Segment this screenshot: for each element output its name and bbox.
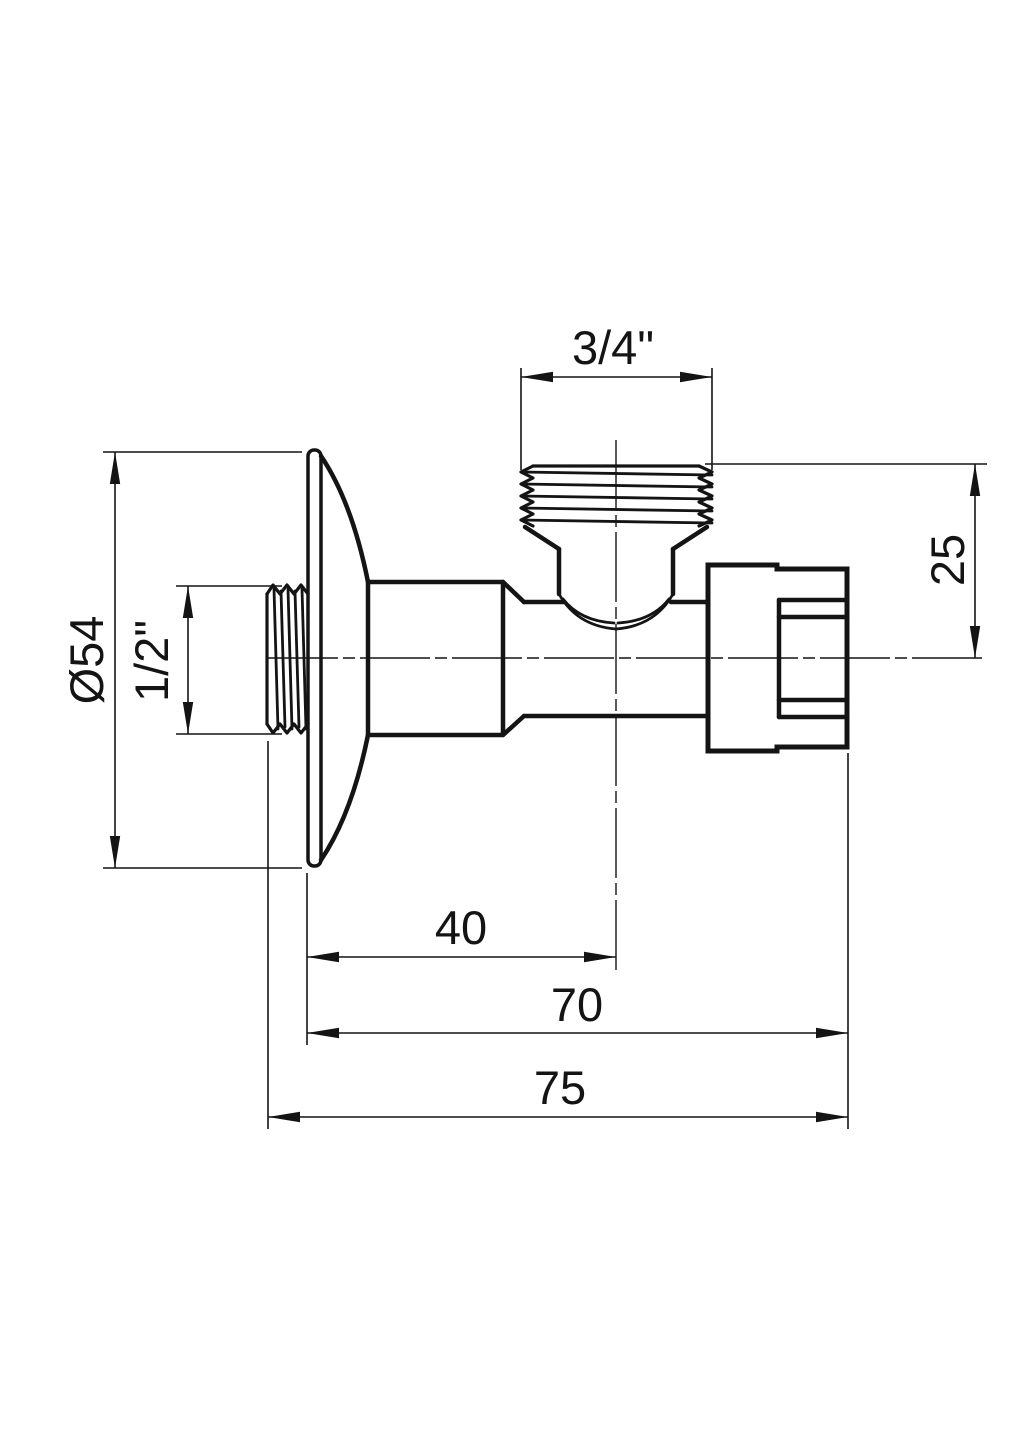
- port-fillet-right-inner: [616, 597, 671, 625]
- flange-bell-bottom-curve: [318, 732, 371, 863]
- dimension-75: 75: [267, 741, 848, 1129]
- ext-line: [176, 585, 282, 735]
- outlet-tube: [521, 599, 711, 719]
- dim-label-outlet-height: 25: [921, 534, 974, 586]
- left-thread-top-teeth: [265, 583, 310, 596]
- ext-line: [103, 451, 302, 869]
- port-flare-right: [670, 524, 710, 552]
- body-taper-bottom: [500, 713, 527, 738]
- flange-bell-top-curve: [318, 453, 371, 585]
- nut-bore-lines: [776, 597, 850, 720]
- dimension-flange-diameter: Ø54: [60, 451, 302, 869]
- valve-body-cylinder: [365, 579, 506, 738]
- dim-label-top-thread: 3/4": [572, 321, 654, 374]
- body-taper-top: [500, 579, 527, 605]
- valve-body: [365, 579, 527, 738]
- flange-rim-face: [306, 448, 323, 868]
- dim-label-left-thread: 1/2": [125, 620, 178, 702]
- dimension-40: 40: [306, 873, 616, 1045]
- port-fillet-left-inner: [561, 597, 616, 625]
- dim-label-flange-diameter: Ø54: [60, 616, 113, 705]
- dim-label-40: 40: [435, 901, 487, 954]
- left-thread-bottom-teeth: [265, 722, 310, 735]
- centerlines: [268, 440, 986, 970]
- left-thread-half-inch: [265, 583, 310, 735]
- port-flare-left: [522, 524, 562, 552]
- top-thread-ridges: [519, 470, 714, 525]
- valve-part: [265, 448, 850, 868]
- dim-label-75: 75: [534, 1061, 586, 1114]
- wall-flange: [306, 448, 371, 868]
- dim-label-70: 70: [551, 978, 603, 1031]
- ext-line: [520, 368, 713, 470]
- dimension-top-thread: 3/4": [520, 321, 713, 470]
- top-port-three-quarter: [519, 464, 714, 631]
- dimension-annotations: 3/4" Ø54 1/2" 25 40: [60, 321, 987, 1129]
- dimension-70: 70: [307, 753, 849, 1129]
- union-nut: [705, 562, 850, 754]
- dimension-outlet-height: 25: [705, 463, 987, 658]
- left-thread-ridges: [272, 587, 308, 731]
- nut-outer-profile: [705, 562, 850, 754]
- dimension-left-thread: 1/2": [125, 585, 282, 735]
